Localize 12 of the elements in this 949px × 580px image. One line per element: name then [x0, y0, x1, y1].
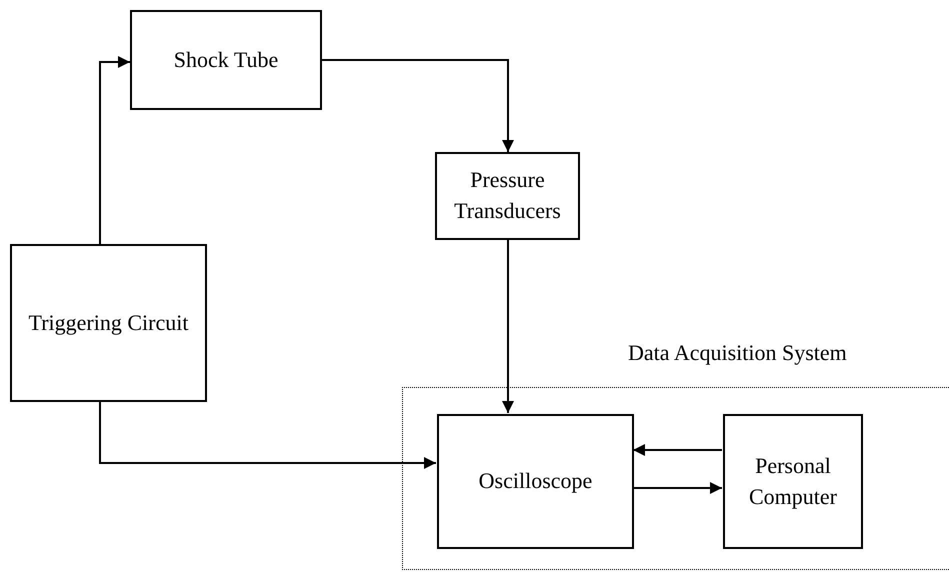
arrow [633, 482, 722, 494]
process-box: Personal Computer [723, 414, 863, 549]
arrow [99, 56, 130, 244]
process-box: Oscilloscope [437, 414, 634, 549]
arrow [322, 59, 514, 152]
arrow [633, 444, 722, 456]
process-box: Pressure Transducers [435, 152, 580, 240]
region-heading: Data Acquisition System [628, 339, 847, 367]
process-box: Shock Tube [130, 10, 322, 110]
process-box: Triggering Circuit [10, 244, 207, 402]
arrow [99, 402, 436, 469]
arrow [502, 240, 514, 413]
